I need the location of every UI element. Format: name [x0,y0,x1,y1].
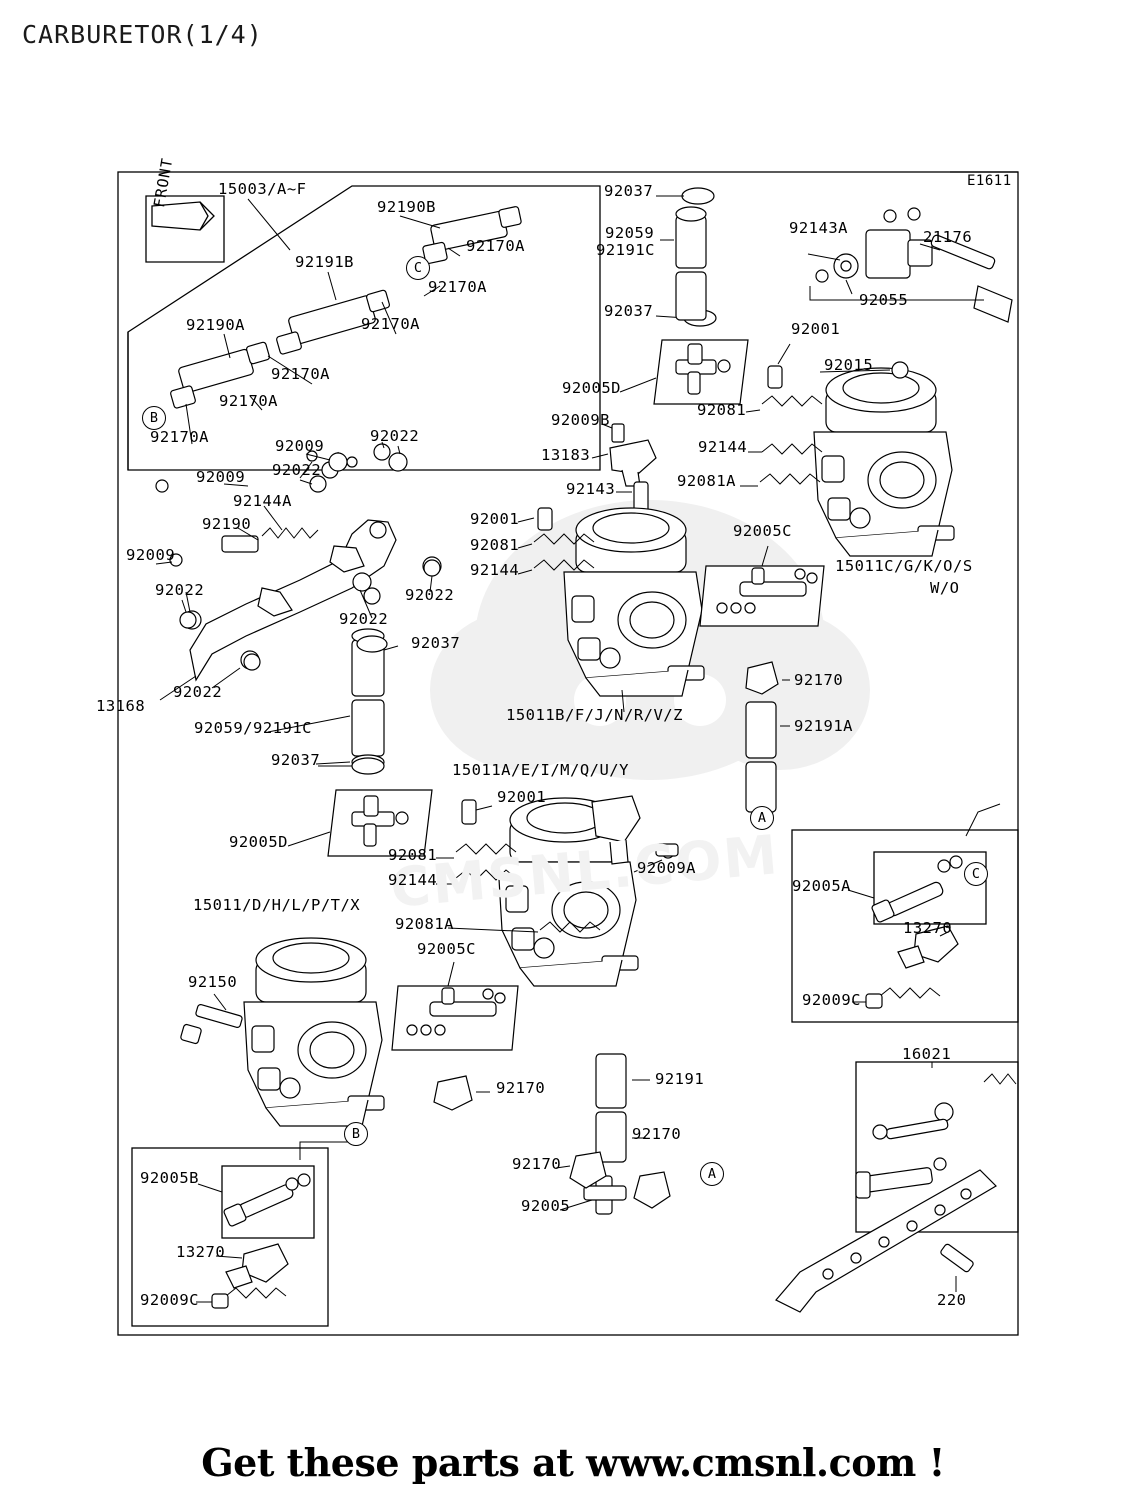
part-label: 13168 [96,697,146,715]
part-label: 92190 [202,515,252,533]
part-label: 92001 [791,320,841,338]
part-label: 92009 [196,468,246,486]
part-label: 92001 [470,510,520,528]
part-label: 92143 [566,480,616,498]
part-label: 92191C [596,241,655,259]
part-label: 92059 [605,224,655,242]
part-label: 92005 [521,1197,571,1215]
part-label: 92005D [562,379,621,397]
part-label: 92037 [271,751,321,769]
part-label: 13270 [176,1243,226,1261]
diagram-code: E1611 [967,173,1012,189]
part-label: 92005D [229,833,288,851]
part-label: 92170 [512,1155,562,1173]
part-label: 92190B [377,198,436,216]
part-label: 92191 [655,1070,705,1088]
part-label: 92170 [794,671,844,689]
part-label: 92170 [632,1125,682,1143]
part-label: 92009C [802,991,861,1009]
part-label: 92144A [233,492,292,510]
part-label: 13183 [541,446,591,464]
part-label: 92009B [551,411,610,429]
part-label: 92022 [272,461,322,479]
part-label: 16021 [902,1045,952,1063]
ref-bubble-b: B [142,406,166,430]
part-label: 13270 [903,919,953,937]
part-label: 92170A [428,278,487,296]
footer-cta: Get these parts at www.cmsnl.com ! [201,1440,945,1485]
part-label: 92009C [140,1291,199,1309]
ref-bubble-c: C [406,256,430,280]
part-label: 92001 [497,788,547,806]
part-label: 92037 [604,182,654,200]
part-label: 92191B [295,253,354,271]
part-label: 92190A [186,316,245,334]
part-label: 92081A [395,915,454,933]
part-label: 92005C [417,940,476,958]
part-label: 15011/D/H/L/P/T/X [193,896,361,914]
part-label: 92037 [604,302,654,320]
part-label: 92170A [271,365,330,383]
part-label: 92005A [792,877,851,895]
ref-bubble-a2: A [700,1162,724,1186]
ref-bubble-b2: B [344,1122,368,1146]
part-label: 92055 [859,291,909,309]
part-label: 92081A [677,472,736,490]
part-label: 92022 [405,586,455,604]
part-label: 92022 [155,581,205,599]
part-label: 92009 [275,437,325,455]
part-label: 92144 [388,871,438,889]
part-label: 92170A [361,315,420,333]
part-label: 21176 [923,228,973,246]
part-label: 92150 [188,973,238,991]
part-label: 92191A [794,717,853,735]
part-label: 92009 [126,546,176,564]
part-label: 15011B/F/J/N/R/V/Z [506,706,683,724]
part-label: 92005C [733,522,792,540]
part-label: 92170 [496,1079,546,1097]
ref-bubble-c2: C [964,862,988,886]
part-label: 92005B [140,1169,199,1187]
part-label: 92081 [388,846,438,864]
part-label: 15003/A~F [218,180,307,198]
part-label: 92022 [370,427,420,445]
part-label: W/O [930,579,960,597]
part-label: 92170A [466,237,525,255]
part-label: 15011A/E/I/M/Q/U/Y [452,761,629,779]
part-label: 92022 [339,610,389,628]
part-label: 92144 [698,438,748,456]
part-label: 92143A [789,219,848,237]
part-label: 92009A [637,859,696,877]
part-label: 92037 [411,634,461,652]
part-label: 92081 [470,536,520,554]
diagram-linework: .st { fill:none; stroke:#000; stroke-wid… [117,171,1019,1336]
part-label: 15011C/G/K/O/S [835,557,973,575]
ref-bubble-a: A [750,806,774,830]
part-label: 92022 [173,683,223,701]
part-label: 92059/92191C [194,719,312,737]
part-label: 220 [937,1291,967,1309]
page-title: CARBURETOR(1/4) [22,20,263,49]
part-label: 92015 [824,356,874,374]
part-label: 92081 [697,401,747,419]
part-label: 92144 [470,561,520,579]
part-label: 92170A [150,428,209,446]
part-label: 92170A [219,392,278,410]
parts-diagram: CMSNL.COM .st { fill:none; stroke:#000; … [96,156,1019,1336]
